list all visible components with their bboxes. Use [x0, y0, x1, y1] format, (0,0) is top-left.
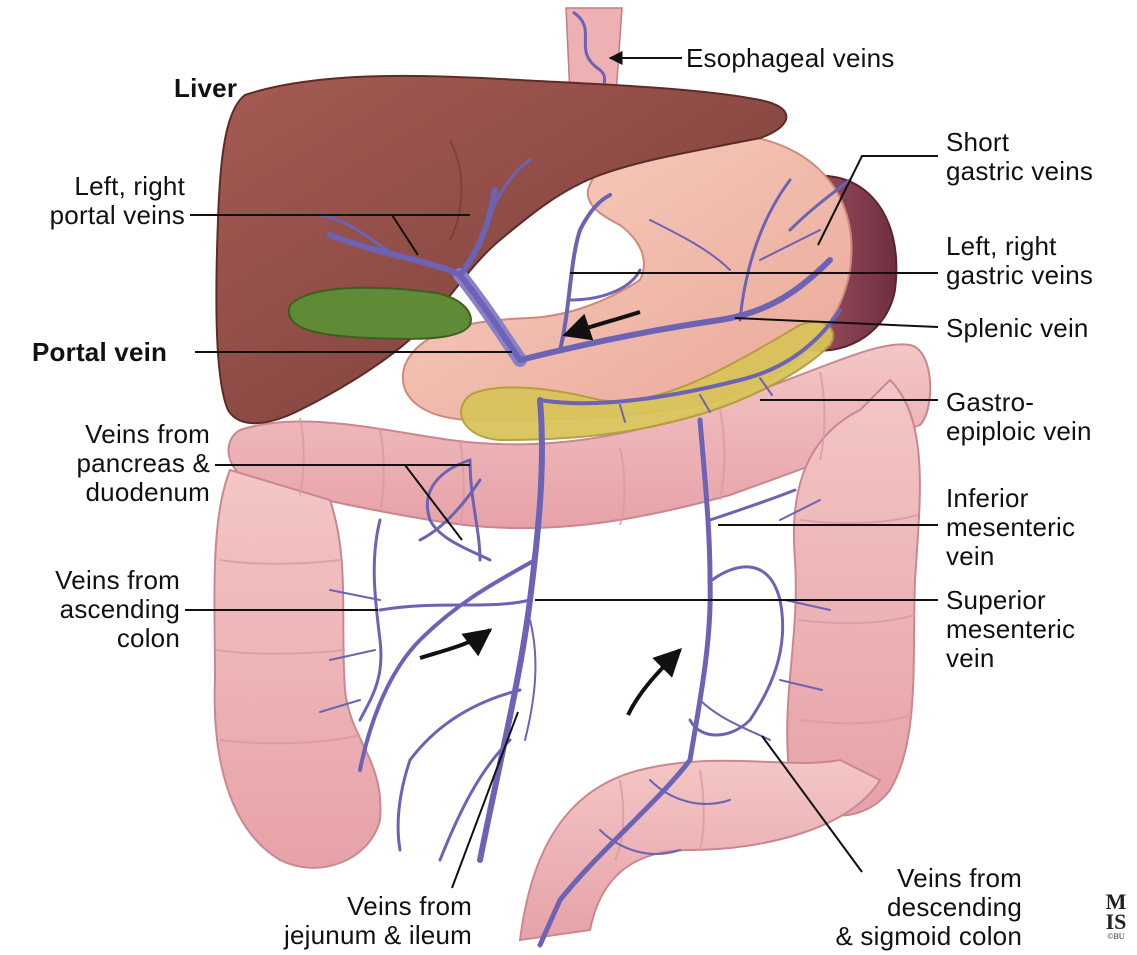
label-line: Superior — [946, 586, 1075, 615]
label-veins-descending-sigmoid-colon: Veins from descending & sigmoid colon — [760, 864, 1022, 951]
label-liver: Liver — [174, 74, 237, 103]
label-line: gastric veins — [946, 261, 1093, 290]
label-line: colon — [10, 624, 180, 653]
label-line: descending — [760, 893, 1022, 922]
label-line: Gastro- — [946, 388, 1092, 417]
ascending-colon — [214, 470, 380, 868]
label-splenic-vein: Splenic vein — [946, 314, 1089, 343]
label-inferior-mesenteric-vein: Inferior mesenteric vein — [946, 484, 1075, 571]
label-esophageal-veins: Esophageal veins — [686, 44, 894, 73]
label-line: Short — [946, 128, 1093, 157]
label-line: & sigmoid colon — [760, 922, 1022, 951]
label-veins-ascending-colon: Veins from ascending colon — [10, 566, 180, 653]
label-line: Veins from — [222, 892, 472, 921]
label-line: ascending — [10, 595, 180, 624]
label-line: Veins from — [20, 420, 210, 449]
label-line: Left, right — [946, 232, 1093, 261]
label-line: portal veins — [10, 201, 185, 230]
label-line: mesenteric — [946, 615, 1075, 644]
label-line: gastric veins — [946, 157, 1093, 186]
label-line: epiploic vein — [946, 417, 1092, 446]
publisher-logo: M IS ©BU — [1096, 892, 1136, 948]
label-line: mesenteric — [946, 513, 1075, 542]
label-veins-jejunum-ileum: Veins from jejunum & ileum — [222, 892, 472, 950]
label-line: Veins from — [760, 864, 1022, 893]
label-superior-mesenteric-vein: Superior mesenteric vein — [946, 586, 1075, 673]
label-line: jejunum & ileum — [222, 921, 472, 950]
gallbladder — [289, 288, 471, 339]
label-line: pancreas & — [20, 449, 210, 478]
label-left-right-gastric-veins: Left, right gastric veins — [946, 232, 1093, 290]
label-line: vein — [946, 542, 1075, 571]
label-line: vein — [946, 644, 1075, 673]
label-gastro-epiploic-vein: Gastro- epiploic vein — [946, 388, 1092, 446]
label-line: Veins from — [10, 566, 180, 595]
label-line: duodenum — [20, 478, 210, 507]
label-left-right-portal-veins: Left, right portal veins — [10, 172, 185, 230]
label-line: Left, right — [10, 172, 185, 201]
logo-line: IS — [1096, 912, 1136, 932]
label-line: Inferior — [946, 484, 1075, 513]
label-veins-pancreas-duodenum: Veins from pancreas & duodenum — [20, 420, 210, 507]
logo-line: ©BU — [1096, 932, 1136, 942]
label-short-gastric-veins: Short gastric veins — [946, 128, 1093, 186]
label-portal-vein: Portal vein — [32, 338, 167, 367]
